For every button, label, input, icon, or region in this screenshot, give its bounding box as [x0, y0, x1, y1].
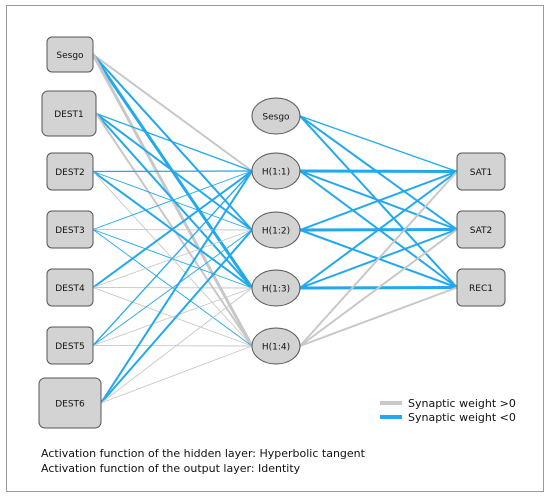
node-label: DEST4	[55, 284, 85, 294]
node-label: REC1	[469, 284, 493, 294]
legend-positive-swatch	[380, 401, 402, 405]
node-label: DEST3	[55, 226, 85, 236]
connection-h2-o1	[299, 170, 458, 231]
node-shape	[251, 97, 301, 135]
connection-in5-h2	[92, 229, 253, 346]
hidden-node-h-1-4: H(1:4)	[251, 327, 301, 365]
node-label: DEST1	[54, 110, 84, 120]
connection-in5-h1	[92, 170, 253, 346]
node-shape	[38, 377, 102, 429]
output-node-sat2: SAT2	[456, 210, 506, 249]
node-shape	[46, 268, 94, 307]
node-shape	[46, 36, 94, 73]
node-shape	[251, 269, 301, 307]
connection-h4-o3	[299, 286, 458, 347]
node-shape	[41, 90, 97, 137]
node-label: H(1:1)	[262, 168, 290, 178]
connection-h3-o1	[299, 170, 458, 289]
node-shape	[251, 152, 301, 190]
node-label: DEST2	[55, 168, 85, 178]
output-activation-note: Activation function of the output layer:…	[41, 462, 301, 475]
nodes-layer: SesgoDEST1DEST2DEST3DEST4DEST5DEST6Sesgo…	[38, 36, 506, 429]
connection-in3-h1	[92, 170, 253, 230]
input-node-sesgo: Sesgo	[46, 36, 94, 73]
node-label: DEST5	[55, 342, 85, 352]
node-shape	[251, 327, 301, 365]
connection-h1-o1	[299, 169, 458, 173]
node-label: H(1:3)	[262, 285, 290, 295]
node-label: SAT1	[470, 168, 493, 178]
node-label: Sesgo	[56, 51, 84, 61]
connection-in1-h1	[95, 112, 253, 172]
connection-in5-h3	[92, 287, 253, 346]
hidden-node-h-1-1: H(1:1)	[251, 152, 301, 190]
connection-in5-h4	[92, 345, 253, 347]
input-node-dest3: DEST3	[46, 210, 94, 249]
connection-h4-o1	[299, 170, 458, 347]
node-label: DEST6	[55, 400, 85, 410]
connection-in2-h2	[92, 171, 253, 231]
legend-negative: Synaptic weight <0	[380, 410, 516, 424]
hidden-activation-note: Activation function of the hidden layer:…	[41, 447, 365, 460]
legend-positive-label: Synaptic weight >0	[408, 396, 516, 410]
connection-in2-h1	[92, 170, 253, 173]
connection-in6-h4	[100, 345, 253, 404]
node-label: SAT2	[470, 226, 493, 236]
input-node-dest1: DEST1	[41, 90, 97, 137]
node-label: H(1:2)	[262, 227, 290, 237]
input-node-dest4: DEST4	[46, 268, 94, 307]
output-node-rec1: REC1	[456, 268, 506, 307]
connection-in6-h1	[100, 170, 253, 404]
connection-in6-h2	[100, 229, 253, 404]
legend-positive: Synaptic weight >0	[380, 396, 516, 410]
input-node-dest2: DEST2	[46, 152, 94, 191]
connection-in4-h1	[92, 170, 253, 289]
input-node-dest5: DEST5	[46, 326, 94, 365]
node-shape	[456, 152, 506, 191]
connections-layer	[91, 53, 458, 404]
node-label: Sesgo	[262, 113, 290, 123]
node-shape	[456, 268, 506, 307]
node-shape	[46, 152, 94, 191]
connection-in0-h1	[92, 53, 253, 172]
node-shape	[456, 210, 506, 249]
node-label: H(1:4)	[262, 343, 290, 353]
input-node-dest6: DEST6	[38, 377, 102, 429]
connection-in6-h3	[100, 287, 253, 404]
legend-negative-label: Synaptic weight <0	[408, 410, 516, 424]
hidden-node-h-1-3: H(1:3)	[251, 269, 301, 307]
node-shape	[251, 211, 301, 249]
legend-negative-swatch	[380, 415, 402, 419]
connection-h4-o2	[299, 228, 458, 347]
node-shape	[46, 210, 94, 249]
output-node-sat1: SAT1	[456, 152, 506, 191]
connection-h0-o1	[299, 115, 458, 173]
hidden-node-sesgo: Sesgo	[251, 97, 301, 135]
hidden-node-h-1-2: H(1:2)	[251, 211, 301, 249]
node-shape	[46, 326, 94, 365]
